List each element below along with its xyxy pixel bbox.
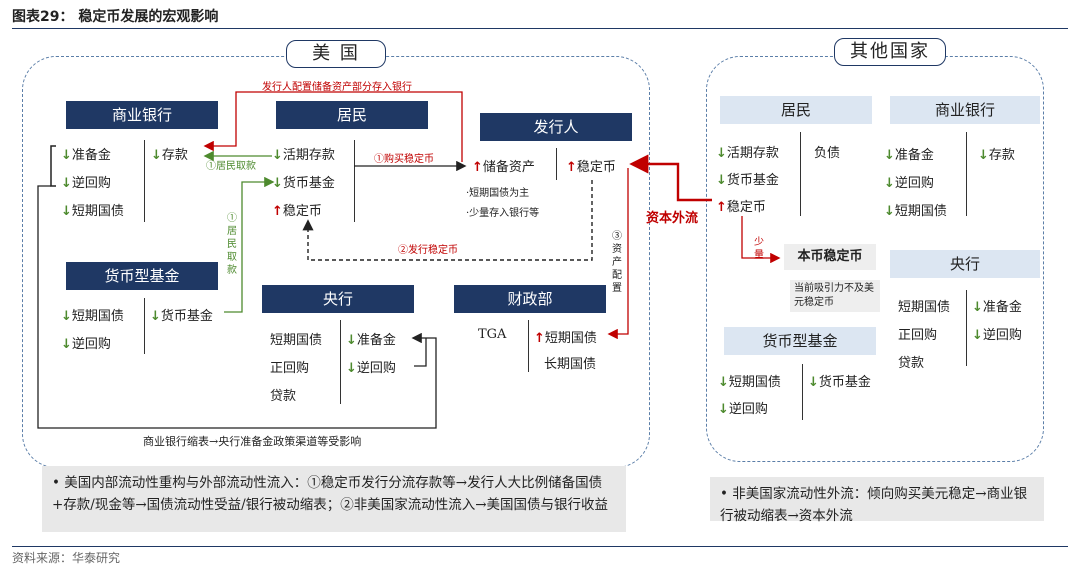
us-issuer-reserve-assets: ↑储备资产 <box>472 160 535 175</box>
us-resident-stablecoin: ↑稳定币 <box>272 204 322 219</box>
note-us: • 美国内部流动性重构与外部流动性流入：①稳定币发行分流存款等→发行人大比例储备… <box>42 466 626 532</box>
us-cb-reserve: ↓准备金 <box>346 333 396 348</box>
other-small-label: 少量 <box>754 237 764 261</box>
top-rule <box>12 28 1068 29</box>
flow-label-withdraw: ①居民取款 <box>206 161 256 172</box>
other-bank-deposit: ↓存款 <box>978 148 1015 163</box>
us-cb-tbill: 短期国债 <box>270 333 323 348</box>
bottom-rule <box>12 546 1068 547</box>
other-cb-loan: 贷款 <box>898 356 925 371</box>
figure-title: 图表29： 稳定币发展的宏观影响 <box>12 9 219 25</box>
flow-capital-outflow <box>629 154 712 202</box>
us-issuer-stablecoin: ↑稳定币 <box>566 160 616 175</box>
other-region-label: 其他国家 <box>834 38 946 66</box>
other-cb-reverse-repo: ↓逆回购 <box>972 328 1022 343</box>
flow-label-bottom: 商业银行缩表→央行准备金政策渠道等受影响 <box>143 435 362 448</box>
flow-label-allocate: ③资产配置 <box>612 231 622 294</box>
us-region-label: 美 国 <box>286 40 386 68</box>
us-issuer-header: 发行人 <box>480 113 632 141</box>
us-bank-tbill: ↓短期国债 <box>61 204 124 219</box>
other-resident-liability: 负债 <box>814 146 841 161</box>
flow-issue-dashed <box>302 180 593 261</box>
flow-bottom-loop <box>37 185 437 429</box>
other-resident-stablecoin: ↑稳定币 <box>716 200 766 215</box>
us-treasury-header: 财政部 <box>454 285 606 313</box>
flow-label-buy: ①购买稳定币 <box>374 154 434 165</box>
us-treasury-tga: TGA <box>478 327 507 342</box>
other-bank-tbill: ↓短期国债 <box>884 204 947 219</box>
us-mmf-repo: ↓逆回购 <box>61 337 111 352</box>
other-mmf-header: 货币型基金 <box>724 327 876 355</box>
other-cb-reserve: ↓准备金 <box>972 300 1022 315</box>
flow-label-top: 发行人配置储备资产部分存入银行 <box>262 82 412 93</box>
us-bank-repo: ↓逆回购 <box>61 176 111 191</box>
capital-outflow-label: 资本外流 <box>646 211 699 226</box>
us-mmf-tbill: ↓短期国债 <box>61 309 124 324</box>
other-mmf-tbill: ↓短期国债 <box>718 375 781 390</box>
flow-label-issue: ②发行稳定币 <box>398 245 458 256</box>
other-bank-repo: ↓逆回购 <box>884 176 934 191</box>
source-note: 资料来源：华泰研究 <box>12 551 121 565</box>
other-mmf-fund: ↓货币基金 <box>808 375 871 390</box>
us-resident-mmf: ↓货币基金 <box>272 176 335 191</box>
other-cb-header: 央行 <box>890 250 1040 278</box>
us-resident-demand-deposit: ↓活期存款 <box>272 148 335 163</box>
flow-top-red <box>203 91 463 162</box>
us-cb-header: 央行 <box>262 285 414 313</box>
other-bank-reserve: ↓准备金 <box>884 148 934 163</box>
us-treasury-tbill: ↑短期国债 <box>534 331 597 346</box>
other-resident-header: 居民 <box>720 96 872 124</box>
other-resident-mmf: ↓货币基金 <box>716 173 779 188</box>
us-cb-repo: 正回购 <box>270 361 310 376</box>
local-stablecoin-note: 当前吸引力不及美元稳定币 <box>790 280 880 312</box>
flow-label-withdraw-vertical: ①居民取款 <box>227 213 237 276</box>
us-bank-deposit: ↓存款 <box>151 148 188 163</box>
flow-allocate-red <box>607 168 629 340</box>
flow-small-red <box>741 216 781 264</box>
local-stablecoin-box: 本币稳定币 <box>784 244 876 270</box>
us-issuer-note1: ·短期国债为主 <box>466 188 530 199</box>
us-bank-header: 商业银行 <box>66 101 218 129</box>
flow-mmf-green <box>224 176 275 313</box>
note-other: • 非美国家流动性外流：倾向购买美元稳定→商业银行被动缩表→资本外流 <box>710 477 1044 524</box>
us-mmf-header: 货币型基金 <box>66 262 218 290</box>
us-treasury-tnote: 长期国债 <box>544 357 597 372</box>
other-resident-demand-deposit: ↓活期存款 <box>716 146 779 161</box>
other-mmf-repo: ↓逆回购 <box>718 402 768 417</box>
us-resident-header: 居民 <box>276 101 428 129</box>
us-bank-reserve: ↓准备金 <box>61 148 111 163</box>
us-mmf-fund: ↓货币基金 <box>150 309 213 324</box>
us-cb-loan: 贷款 <box>270 389 297 404</box>
us-issuer-note2: ·少量存入银行等 <box>466 208 540 219</box>
us-cb-reverse-repo: ↓逆回购 <box>346 361 396 376</box>
other-cb-repo: 正回购 <box>898 328 938 343</box>
other-bank-header: 商业银行 <box>890 96 1040 124</box>
other-cb-tbill: 短期国债 <box>898 300 951 315</box>
